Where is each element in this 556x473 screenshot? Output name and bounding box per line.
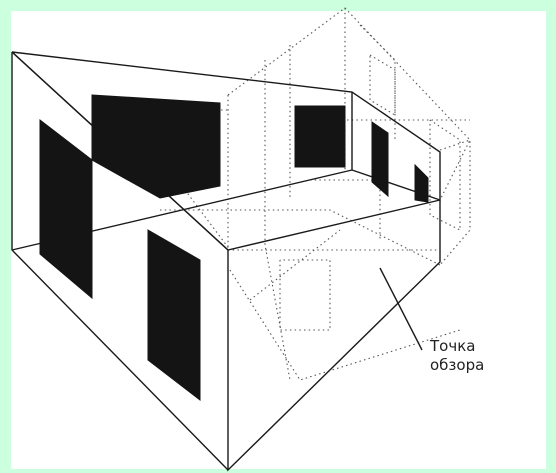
picture-front-wall (148, 230, 200, 400)
viewpoint-label-line2: обзора (430, 356, 484, 375)
viewpoint-pointer-line (380, 268, 422, 350)
picture-back-wall-large (92, 95, 220, 198)
viewpoint-label: Точка обзора (430, 337, 484, 375)
picture-left-wall-1 (40, 120, 92, 298)
picture-back-wall-small (295, 106, 345, 167)
wall-pictures (40, 95, 428, 400)
picture-right-wall-2 (415, 165, 428, 202)
picture-right-wall-1 (372, 122, 388, 196)
viewpoint-label-line1: Точка (430, 337, 484, 356)
